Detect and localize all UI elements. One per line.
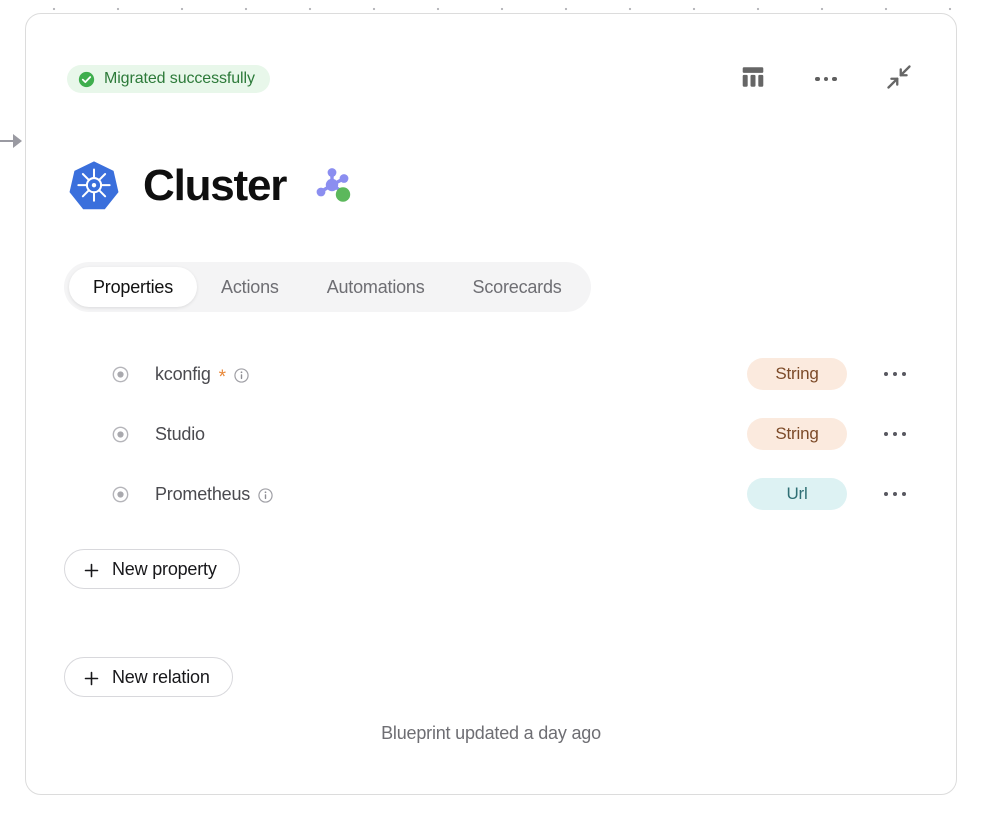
page-title-row: Cluster	[67, 147, 354, 225]
type-badge[interactable]: String	[747, 358, 847, 390]
tab-properties-label: Properties	[93, 276, 174, 297]
info-icon[interactable]	[258, 487, 273, 503]
panel-topbar: Migrated successfully	[26, 14, 956, 126]
hub-nodes-icon	[312, 165, 354, 207]
tab-properties[interactable]: Properties	[69, 267, 198, 307]
plus-icon	[84, 562, 99, 577]
new-relation-button[interactable]: New relation	[64, 657, 233, 697]
property-type-group: String	[747, 356, 917, 392]
new-property-button[interactable]: New property	[64, 549, 240, 589]
collapse-button[interactable]	[882, 62, 916, 96]
property-name: Prometheus	[155, 483, 251, 504]
table-row[interactable]: Studio String	[64, 404, 929, 464]
row-more-options-button[interactable]	[873, 356, 917, 392]
panel-actions	[736, 62, 916, 96]
radio-dot-icon	[112, 426, 129, 443]
row-more-options-button[interactable]	[873, 476, 917, 512]
required-marker: *	[218, 366, 227, 388]
table-row[interactable]: Prometheus Url	[64, 464, 929, 524]
status-badge-label: Migrated successfully	[104, 70, 255, 87]
status-badge: Migrated successfully	[67, 65, 270, 93]
property-name: kconfig	[155, 363, 211, 384]
property-type-group: Url	[747, 476, 917, 512]
property-list: kconfig * String	[64, 344, 929, 524]
type-badge[interactable]: String	[747, 418, 847, 450]
info-icon[interactable]	[234, 367, 249, 383]
radio-dot-icon	[112, 366, 129, 383]
tab-scorecards[interactable]: Scorecards	[449, 267, 586, 307]
property-label-group: Prometheus	[112, 484, 747, 505]
property-label-group: Studio	[112, 424, 747, 445]
type-badge[interactable]: Url	[747, 478, 847, 510]
radio-dot-icon	[112, 486, 129, 503]
property-name: Studio	[155, 423, 205, 444]
tab-actions[interactable]: Actions	[197, 267, 303, 307]
more-options-button[interactable]	[809, 62, 843, 96]
new-property-label: New property	[112, 558, 217, 579]
row-more-options-button[interactable]	[873, 416, 917, 452]
tab-actions-label: Actions	[221, 276, 279, 297]
property-type-group: String	[747, 416, 917, 452]
blueprint-updated-note: Blueprint updated a day ago	[381, 723, 601, 743]
table-row[interactable]: kconfig * String	[64, 344, 929, 404]
collapse-arrows-icon	[885, 63, 913, 96]
check-circle-icon	[78, 71, 95, 88]
tab-bar: Properties Actions Automations Scorecard…	[64, 262, 591, 312]
arrow-right-icon	[0, 128, 24, 154]
table-view-button[interactable]	[736, 62, 770, 96]
tab-automations[interactable]: Automations	[303, 267, 449, 307]
tab-automations-label: Automations	[326, 276, 425, 297]
plus-icon	[84, 670, 99, 685]
new-relation-label: New relation	[112, 666, 210, 687]
table-icon	[740, 64, 766, 95]
ellipsis-icon	[815, 76, 837, 82]
page-title: Cluster	[143, 161, 287, 210]
blueprint-panel: Migrated successfully	[25, 13, 957, 795]
tab-scorecards-label: Scorecards	[472, 276, 562, 297]
kubernetes-icon	[67, 159, 121, 213]
property-label-group: kconfig *	[112, 363, 747, 388]
